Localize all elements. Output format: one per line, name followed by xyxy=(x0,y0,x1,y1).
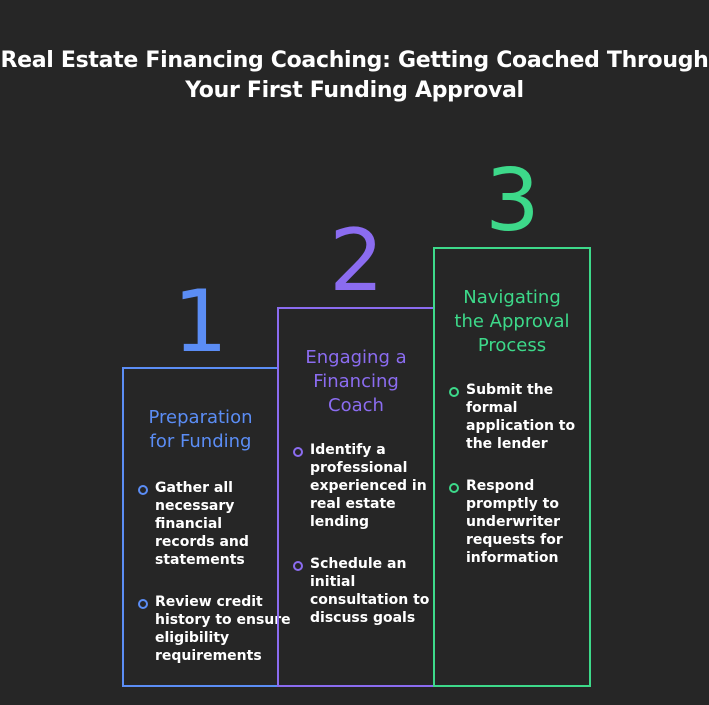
step-1-title: Preparation for Funding xyxy=(124,406,277,454)
step-1-title-line: for Funding xyxy=(149,431,252,452)
step-2-number: 2 xyxy=(329,211,384,311)
bullet-icon xyxy=(449,483,459,493)
step-3-number: 3 xyxy=(485,151,540,251)
step-1-card: Preparation for Funding Gather all neces… xyxy=(122,367,291,687)
title-line-1: Real Estate Financing Coaching: Getting … xyxy=(0,48,709,73)
bullet-icon xyxy=(293,561,303,571)
step-2-title-line: Coach xyxy=(328,395,384,416)
step-2-title: Engaging a Financing Coach xyxy=(279,346,433,418)
step-3-title: Navigating the Approval Process xyxy=(435,286,589,358)
item-text: Gather all necessary financial records a… xyxy=(155,480,249,568)
step-2-title-line: Engaging a xyxy=(305,347,407,368)
diagram-title: Real Estate Financing Coaching: Getting … xyxy=(0,46,709,106)
step-2-title-line: Financing xyxy=(313,371,399,392)
bullet-icon xyxy=(138,485,148,495)
item-text: Schedule an initial consultation to disc… xyxy=(310,556,430,626)
item-text: Submit the formal application to the len… xyxy=(466,382,576,452)
step-3-title-line: Process xyxy=(477,335,547,356)
step-3-title-line: Navigating xyxy=(463,287,561,308)
step-1-number: 1 xyxy=(173,272,228,372)
title-line-2: Your First Funding Approval xyxy=(185,78,524,103)
bullet-icon xyxy=(138,599,148,609)
item-text: Respond promptly to underwriter requests… xyxy=(466,478,563,566)
step-1-title-line: Preparation xyxy=(148,407,253,428)
step-3-card: Navigating the Approval Process Submit t… xyxy=(433,247,591,687)
item-text: Review credit history to ensure eligibil… xyxy=(155,594,291,664)
bullet-icon xyxy=(293,447,303,457)
step-3-title-line: the Approval xyxy=(454,311,570,332)
item-text: Identify a professional experienced in r… xyxy=(310,442,427,530)
step-2-card: Engaging a Financing Coach Identify a pr… xyxy=(277,307,435,687)
bullet-icon xyxy=(449,387,459,397)
